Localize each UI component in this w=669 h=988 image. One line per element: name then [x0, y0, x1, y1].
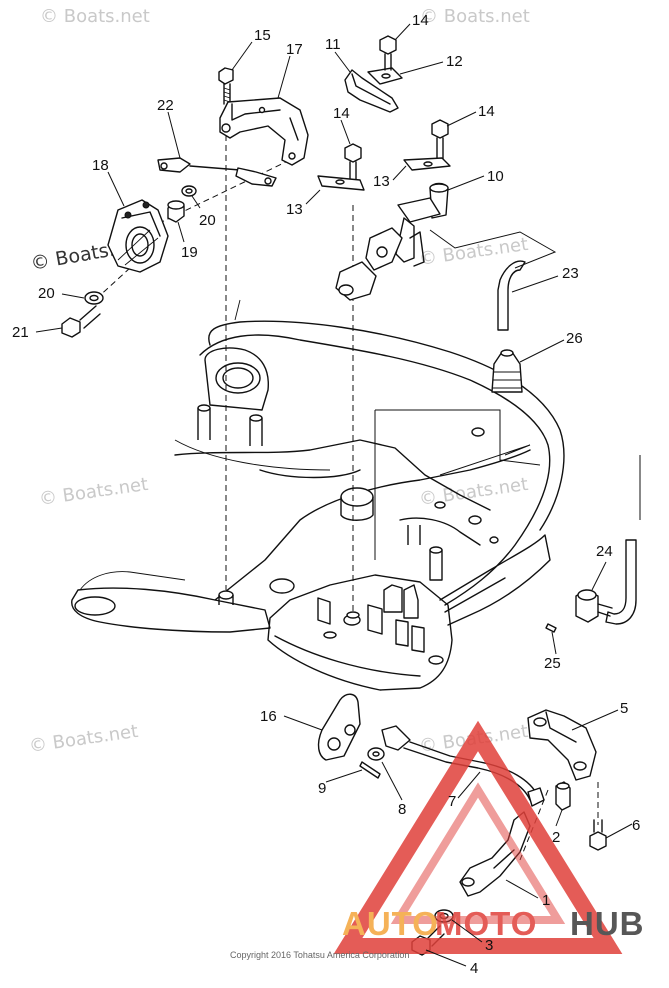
- watermark-boats: © Boats.net: [28, 721, 140, 757]
- link-11: [344, 69, 399, 113]
- callout-17: 17: [286, 41, 303, 58]
- callout-2: 2: [552, 829, 560, 846]
- callout-22: 22: [157, 97, 174, 114]
- bottom-cowl: [71, 299, 565, 691]
- bolt-14-top: [379, 35, 397, 71]
- callout-13-right: 13: [373, 173, 390, 190]
- collar-2: [555, 781, 571, 811]
- callout-9: 9: [318, 780, 326, 797]
- bolt-6: [589, 819, 607, 851]
- callout-18: 18: [92, 157, 109, 174]
- callout-1: 1: [542, 892, 550, 909]
- hose-right: [605, 539, 637, 625]
- bolt-14-right: [431, 119, 449, 161]
- bracket-16: [317, 693, 361, 761]
- triangle-logo-icon: [333, 720, 623, 954]
- copyright-text: Copyright 2016 Tohatsu America Corporati…: [230, 950, 409, 960]
- callout-4: 4: [470, 960, 478, 977]
- callout-15: 15: [254, 27, 271, 44]
- watermark-boats: © Boats.net: [418, 234, 530, 270]
- callout-26: 26: [566, 330, 583, 347]
- sleeve-19: [167, 200, 185, 223]
- cable-22: [157, 157, 277, 187]
- callout-20-lower: 20: [38, 285, 55, 302]
- callout-24: 24: [596, 543, 613, 560]
- callout-14-right: 14: [478, 103, 495, 120]
- callout-leaders: [35, 23, 633, 967]
- callout-23: 23: [562, 265, 579, 282]
- washer-8: [367, 747, 385, 761]
- callout-21: 21: [12, 324, 29, 341]
- callout-8: 8: [398, 801, 406, 818]
- washer-20-top: [181, 185, 197, 197]
- callout-12: 12: [446, 53, 463, 70]
- callout-25: 25: [544, 655, 561, 672]
- callout-14-top: 14: [412, 12, 429, 29]
- callout-7: 7: [448, 793, 456, 810]
- plate-13-right: [403, 157, 451, 171]
- callout-20-top: 20: [199, 212, 216, 229]
- watermark-boats: © Boats.net: [420, 6, 530, 27]
- lever-assembly-10: [335, 182, 449, 301]
- grommet-26: [491, 349, 523, 393]
- leader-dashes: [94, 135, 641, 861]
- pin-25: [545, 623, 557, 633]
- fitting-24: [575, 589, 613, 623]
- callout-19: 19: [181, 244, 198, 261]
- callout-11: 11: [325, 36, 341, 53]
- brand-moto: MOTO: [435, 905, 537, 942]
- plate-13-left: [317, 175, 365, 191]
- clip-9: [359, 761, 381, 779]
- bolt-15: [218, 67, 234, 105]
- watermark-boats: © Boats.net: [38, 474, 150, 510]
- plate-12: [367, 67, 403, 85]
- callout-10: 10: [487, 168, 504, 185]
- callout-6: 6: [632, 817, 640, 834]
- callout-14-left: 14: [333, 105, 350, 122]
- lever-5: [527, 709, 597, 781]
- bracket-17: [219, 97, 309, 166]
- callout-13-left: 13: [286, 201, 303, 218]
- hose-23: [497, 260, 526, 331]
- brand-hub: HUB: [570, 905, 645, 942]
- bolt-21: [61, 305, 101, 338]
- watermark-boats: © Boats.net: [40, 6, 150, 27]
- callout-3: 3: [485, 937, 493, 954]
- brand-auto: AUTO: [342, 905, 439, 942]
- throttle-assembly-18: [107, 199, 169, 273]
- washer-20-lower: [84, 291, 104, 305]
- brand-watermark: AUTO MOTO HUB: [333, 720, 645, 954]
- callout-16: 16: [260, 708, 277, 725]
- callout-labels: 15 17 11 14 12 22 14 14 18 13 10 20 13 1…: [12, 12, 640, 977]
- callout-5: 5: [620, 700, 628, 717]
- bolt-14-left: [344, 143, 362, 181]
